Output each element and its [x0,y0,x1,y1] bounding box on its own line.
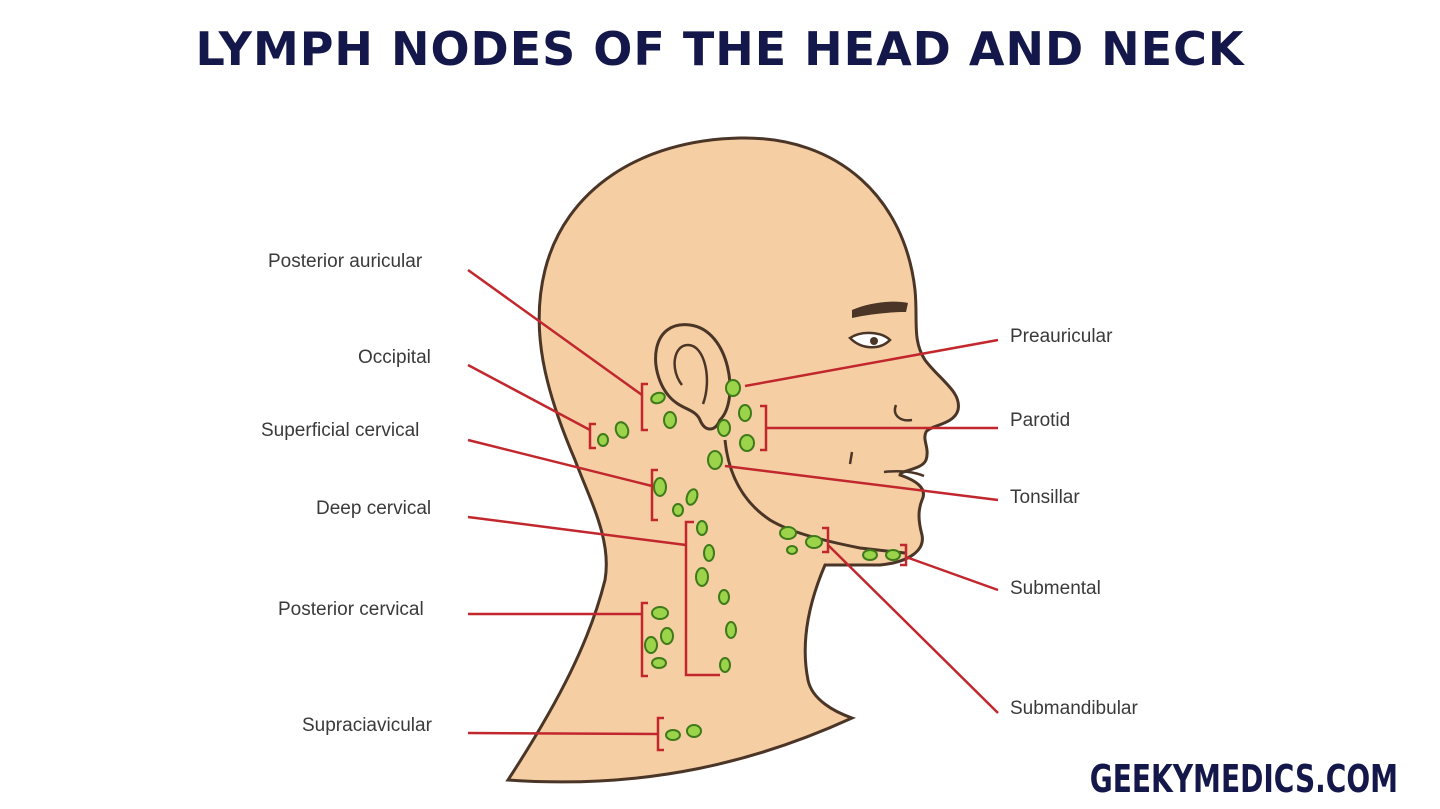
label-occipital: Occipital [358,347,431,368]
bracket-submandibular [822,526,830,554]
lymph-nodes [597,379,901,741]
leader-posterior-auricular [467,268,643,397]
node-supraclavicular [686,724,702,738]
leader-submental [905,555,999,592]
node-deep-cervical [718,589,730,605]
mouth [883,469,925,478]
node-occipital [597,433,609,447]
nostril [893,404,913,422]
node-submental [862,549,878,561]
node-supraclavicular [665,729,681,741]
node-deep-cervical [695,567,709,587]
leader-supraclavicular [467,731,659,736]
node-deep-cervical [719,657,731,673]
node-posterior-cervical [651,606,669,620]
leader-deep-cervical [467,515,687,547]
node-posterior-auricular [650,391,666,405]
label-posterior-cervical: Posterior cervical [278,599,424,620]
brand-logo-text: GEEKYMEDICS.COM [1089,757,1398,801]
label-tonsillar: Tonsillar [1010,487,1080,508]
label-supraclavicular: Supraciavicular [302,715,432,736]
node-deep-cervical [725,621,737,639]
node-submandibular [779,526,797,540]
bracket-posterior-auricular [640,382,648,432]
leader-superficial-cervical [467,438,653,488]
label-submandibular: Submandibular [1010,698,1138,719]
label-preauricular: Preauricular [1010,326,1113,347]
node-posterior-cervical [651,657,667,669]
bracket-occipital [588,422,596,450]
ear [654,323,732,431]
node-parotid [738,404,752,422]
leader-preauricular [744,338,999,388]
node-preauricular [725,379,741,397]
node-submandibular [805,535,823,549]
ear-inner [673,343,709,405]
bracket-posterior-cervical [640,601,648,678]
leader-tonsillar [724,464,999,502]
bracket-submental [900,543,908,567]
node-deep-cervical [696,520,708,536]
node-posterior-cervical [660,627,674,645]
node-superficial-cervical [653,477,667,497]
label-submental: Submental [1010,578,1101,599]
node-deep-cervical [703,544,715,562]
jaw-line [723,439,906,555]
leader-submandibular [827,544,999,714]
pupil [870,337,878,345]
cheek-mark [848,451,854,465]
node-parotid [717,419,731,437]
head-silhouette [505,136,960,784]
bracket-superficial-cervical [650,468,658,522]
node-submental [885,549,901,561]
node-parotid [739,434,755,452]
node-posterior-cervical [644,636,658,654]
node-submandibular [786,545,798,555]
eye [848,331,892,349]
label-posterior-auricular: Posterior auricular [268,251,423,272]
label-parotid: Parotid [1010,410,1071,431]
node-tonsillar [707,450,723,470]
label-superficial-cervical: Superficial cervical [261,420,420,441]
bracket-deep-cervical [684,520,720,677]
leader-lines [467,268,999,752]
node-posterior-auricular [663,411,677,429]
eyebrow [852,301,908,318]
diagram-title: LYMPH NODES OF THE HEAD AND NECK [195,22,1245,76]
node-superficial-cervical [685,488,699,506]
node-occipital [614,421,630,439]
label-deep-cervical: Deep cervical [316,498,432,519]
leader-occipital [467,363,591,432]
node-superficial-cervical [672,503,684,517]
